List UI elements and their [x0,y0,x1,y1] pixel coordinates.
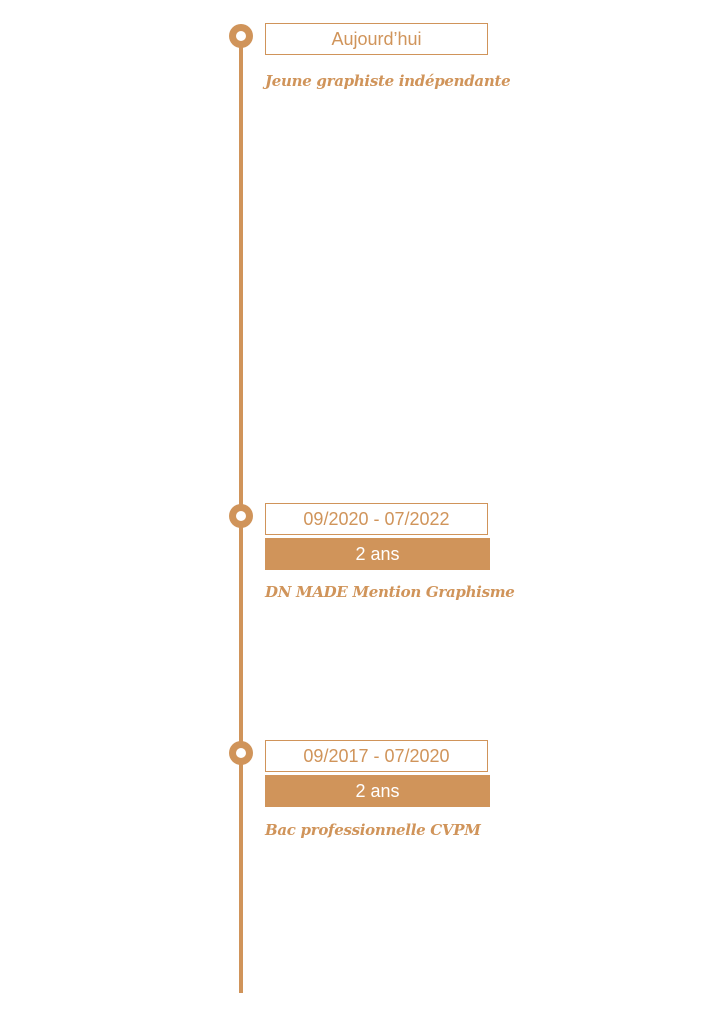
entry-title: Bac professionnelle CVPM [265,821,481,839]
duration-box: 2 ans [265,775,490,807]
entry-title: DN MADE Mention Graphisme [265,583,515,601]
entry-title: Jeune graphiste indépendante [265,72,511,90]
timeline-node-icon [229,24,253,48]
timeline-node-icon [229,741,253,765]
date-box: Aujourd’hui [265,23,488,55]
timeline-node-icon [229,504,253,528]
duration-box: 2 ans [265,538,490,570]
date-box: 09/2017 - 07/2020 [265,740,488,772]
date-box: 09/2020 - 07/2022 [265,503,488,535]
